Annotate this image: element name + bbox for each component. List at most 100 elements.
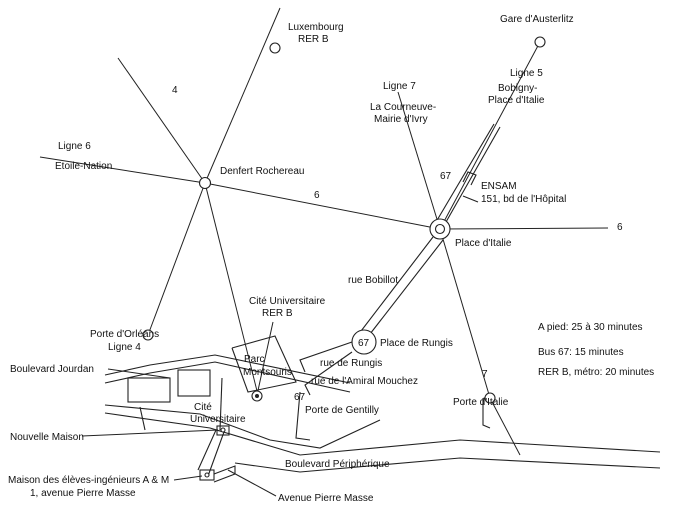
rungis-streets <box>299 341 491 429</box>
station-cite-universitaire-dot <box>255 394 259 398</box>
label-ligne6: Ligne 6 <box>58 141 91 152</box>
label-nouvelle-maison: Nouvelle Maison <box>10 432 84 443</box>
ligne-7-line-end <box>489 397 521 456</box>
label-av-pierre-masse: Avenue Pierre Masse <box>278 493 374 504</box>
label-porte-italie: Porte d'Italie <box>453 397 509 408</box>
parc-montsouris-boundary <box>231 335 297 393</box>
residence-area <box>197 425 236 483</box>
block-west-b <box>177 369 211 397</box>
label-luxembourg-line: RER B <box>298 34 329 45</box>
label-denfert-rochereau: Denfert Rochereau <box>220 166 305 177</box>
label-cite-univ-line: RER B <box>262 308 293 319</box>
station-luxembourg[interactable] <box>269 42 281 54</box>
label-ligne5: Ligne 5 <box>510 68 543 79</box>
label-cite1: Cité <box>194 402 212 413</box>
av-pierre-masse-lower <box>213 465 236 483</box>
label-cite2: Universitaire <box>190 414 246 425</box>
bd-hopital-edge-b <box>445 126 501 223</box>
label-maison-eleves1: Maison des élèves-ingénieurs A & M <box>8 475 169 486</box>
cite-south-edge <box>104 404 381 449</box>
station-denfert-rochereau[interactable] <box>198 176 212 190</box>
ligne-4-line-north <box>117 57 206 184</box>
leader-lines <box>81 321 277 497</box>
bd-hopital-edge-a <box>435 123 495 223</box>
leader-nouvelle-maison <box>81 429 219 437</box>
label-ligne5-dest1: Bobigny- <box>498 83 537 94</box>
label-ligne6-num-a: 6 <box>314 190 320 201</box>
labels: Luxembourg RER B Gare d'Austerlitz Ligne… <box>8 14 623 504</box>
rer-b-line-north <box>204 7 281 184</box>
station-porte-orleans[interactable] <box>142 329 154 341</box>
label-parc1: Parc <box>244 354 265 365</box>
station-place-rungis[interactable] <box>351 329 377 355</box>
ensam-block <box>462 171 477 186</box>
ligne-6-line-east <box>439 227 609 230</box>
label-cite-univ-station: Cité Universitaire <box>249 296 326 307</box>
stations <box>142 36 546 404</box>
leader-bd-jourdan <box>107 368 171 379</box>
label-rue-amiral-mouchez: rue de l'Amiral Mouchez <box>311 376 418 387</box>
label-ligne5-dest2: Place d'Italie <box>488 95 545 106</box>
ligne-7-line-south <box>439 228 491 399</box>
label-bus67-c: 67 <box>294 392 306 403</box>
label-bus67-b: 67 <box>358 338 370 349</box>
cite-east-road <box>295 391 311 441</box>
label-place-rungis: Place de Rungis <box>380 338 453 349</box>
label-ligne7: Ligne 7 <box>383 81 416 92</box>
label-ligne7-dest2: Mairie d'Ivry <box>374 114 428 125</box>
label-ligne4-num: 4 <box>172 85 178 96</box>
travel-time-legend: A pied: 25 à 30 minutes Bus 67: 15 minut… <box>538 322 654 378</box>
label-bd-peripherique: Boulevard Périphérique <box>285 459 390 470</box>
label-ensam1: ENSAM <box>481 181 517 192</box>
label-rue-bobillot: rue Bobillot <box>348 275 398 286</box>
label-ligne4: Ligne 4 <box>108 342 141 353</box>
label-ligne6-num-b: 6 <box>617 222 623 233</box>
label-ligne7-num: 7 <box>482 369 488 380</box>
ligne-4-line-south <box>147 182 206 336</box>
label-gare-austerlitz: Gare d'Austerlitz <box>500 14 574 25</box>
label-place-italie: Place d'Italie <box>455 238 512 249</box>
ligne-6-line-west <box>39 156 206 184</box>
porte-italie-spur <box>482 398 491 429</box>
legend-rer: RER B, métro: 20 minutes <box>538 367 654 378</box>
metro-lines <box>39 7 609 456</box>
label-bus67-a: 67 <box>440 171 452 182</box>
ensam-link <box>462 195 479 203</box>
label-rue-rungis: rue de Rungis <box>320 358 382 369</box>
station-place-italie-inner <box>434 223 446 235</box>
main-avenues <box>357 123 501 336</box>
label-maison-eleves2: 1, avenue Pierre Masse <box>30 488 136 499</box>
bd-jourdan-north-edge <box>104 354 351 384</box>
nouvelle-maison-marker <box>220 427 226 433</box>
label-porte-gentilly: Porte de Gentilly <box>305 405 379 416</box>
legend-a-pied: A pied: 25 à 30 minutes <box>538 322 643 333</box>
rue-amiral-mouchez-street <box>304 351 353 396</box>
ligne-6-line-middle <box>204 182 441 230</box>
rue-bobillot-edge-a <box>357 236 434 336</box>
ligne-5-line <box>439 41 541 230</box>
cite-universitaire-streets <box>104 335 381 449</box>
peripherique-south-edge <box>234 457 661 473</box>
leader-maison-eleves <box>173 475 203 481</box>
block-west-a <box>127 377 171 403</box>
av-pierre-masse-edge-a <box>197 429 225 477</box>
leader-cite-univ <box>256 321 274 396</box>
label-parc2: Montsouris <box>243 367 292 378</box>
maison-eleves-building <box>199 469 215 481</box>
label-ligne6-dest: Etoile-Nation <box>55 161 112 172</box>
rue-bobillot-edge-b <box>369 239 444 335</box>
boulevard-peripherique-road <box>104 412 661 473</box>
label-ligne7-dest1: La Courneuve- <box>370 102 436 113</box>
station-gare-austerlitz[interactable] <box>534 36 546 48</box>
label-ensam2: 151, bd de l'Hôpital <box>481 194 566 205</box>
station-porte-italie[interactable] <box>484 392 496 404</box>
rer-b-line-south <box>204 182 259 396</box>
label-porte-orleans: Porte d'Orléans <box>90 329 159 340</box>
label-bd-jourdan: Boulevard Jourdan <box>10 364 94 375</box>
rue-de-rungis-street <box>299 341 353 373</box>
ligne-7-line-north <box>397 91 441 230</box>
label-luxembourg: Luxembourg <box>288 22 344 33</box>
legend-bus: Bus 67: 15 minutes <box>538 347 624 358</box>
maison-eleves-marker <box>204 472 210 478</box>
